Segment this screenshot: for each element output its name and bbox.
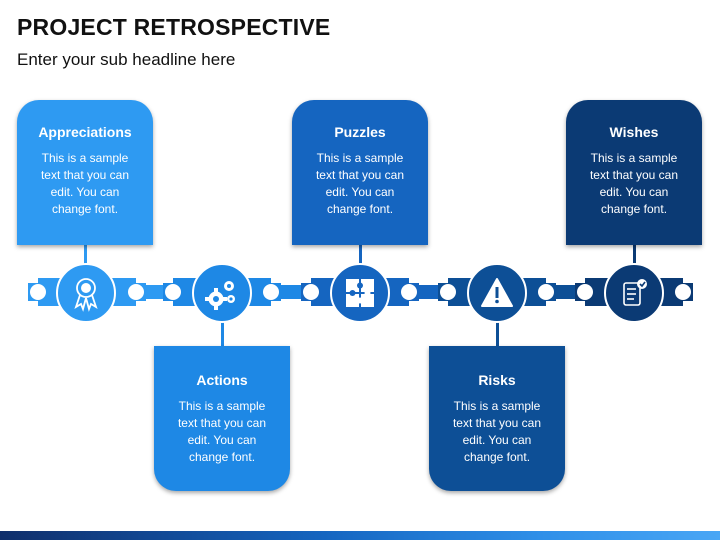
card-title: Appreciations xyxy=(38,124,132,140)
page-title: PROJECT RETROSPECTIVE xyxy=(17,14,331,40)
stem-risks xyxy=(496,322,499,346)
card-text-line: This is a sample xyxy=(590,151,678,165)
card-text-line: This is a sample xyxy=(178,399,266,413)
stem-puzzles xyxy=(359,244,362,266)
node-puzzles xyxy=(330,263,390,323)
puzzle-icon xyxy=(346,279,374,307)
card-title: Puzzles xyxy=(334,124,386,140)
card-text-line: text that you can xyxy=(589,168,679,182)
card-puzzles: Puzzles This is a sample text that you c… xyxy=(292,100,428,245)
card-wishes: Wishes This is a sample text that you ca… xyxy=(566,100,702,245)
stem-wishes xyxy=(633,244,636,266)
card-text-line: This is a sample xyxy=(453,399,541,413)
card-text-line: change font. xyxy=(188,450,256,464)
card-text-line: This is a sample xyxy=(316,151,404,165)
node-actions xyxy=(192,263,252,323)
card-text-line: edit. You can xyxy=(462,433,532,447)
card-text-line: text that you can xyxy=(315,168,405,182)
card-title: Risks xyxy=(478,372,516,388)
award-ribbon-icon xyxy=(74,278,98,312)
node-wishes xyxy=(604,263,664,323)
card-text-line: This is a sample xyxy=(41,151,129,165)
card-text-line: edit. You can xyxy=(50,185,120,199)
warning-icon xyxy=(481,278,513,307)
footer-accent-bar xyxy=(0,531,720,540)
card-text-line: edit. You can xyxy=(325,185,395,199)
card-actions: Actions This is a sample text that you c… xyxy=(154,346,290,491)
gears-icon xyxy=(205,281,235,310)
card-title: Wishes xyxy=(609,124,659,140)
card-text-line: change font. xyxy=(326,202,394,216)
wish-list-icon xyxy=(623,279,647,306)
card-text-line: change font. xyxy=(51,202,119,216)
card-text-line: change font. xyxy=(600,202,668,216)
card-text-line: text that you can xyxy=(452,416,542,430)
card-appreciations: Appreciations This is a sample text that… xyxy=(17,100,153,245)
stem-appreciations xyxy=(84,244,87,266)
card-text-line: text that you can xyxy=(177,416,267,430)
card-text-line: edit. You can xyxy=(599,185,669,199)
card-title: Actions xyxy=(196,372,248,388)
card-text-line: change font. xyxy=(463,450,531,464)
card-text-line: edit. You can xyxy=(187,433,257,447)
page-subtitle: Enter your sub headline here xyxy=(17,50,236,69)
stem-actions xyxy=(221,322,224,346)
card-risks: Risks This is a sample text that you can… xyxy=(429,346,565,491)
card-text-line: text that you can xyxy=(40,168,130,182)
